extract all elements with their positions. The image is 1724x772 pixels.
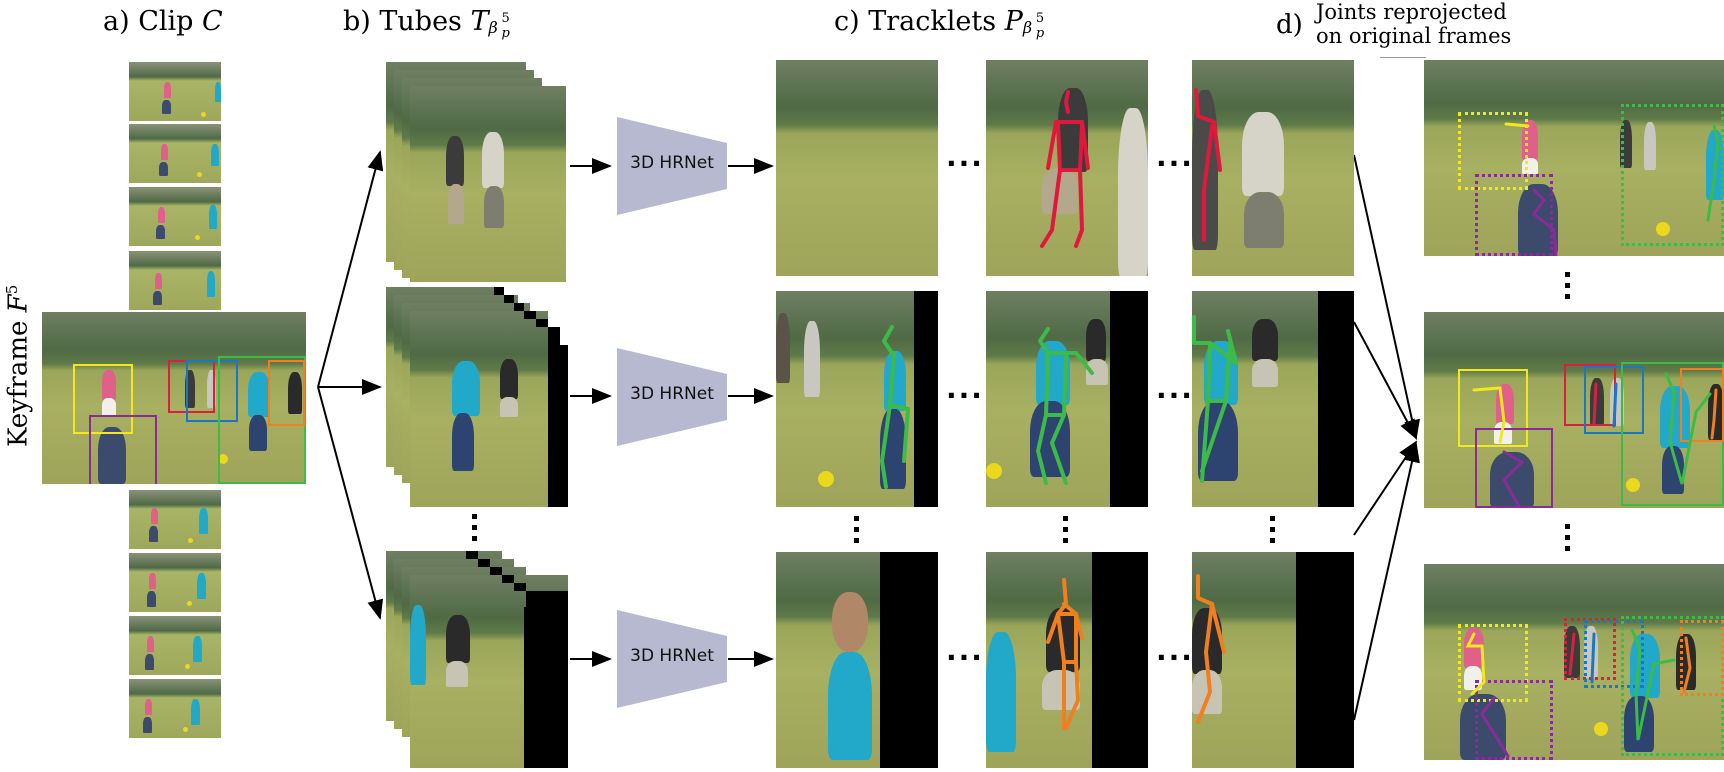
panel-d-line1: Joints reprojected [1316,0,1507,24]
bbox-orange-dotted [1680,620,1724,696]
tracklet-col1-vertical-ellipsis [854,516,860,549]
hrnet-label: 3D HRNet [630,646,714,666]
tracklet-3-frame-2 [986,552,1148,768]
trapezoid-icon [617,610,727,708]
panel-d-label: d) [1276,10,1303,40]
bbox-yellow [73,364,133,434]
panel-c-label: c) Tracklets [834,6,1005,37]
panel-c-math: P [1004,6,1023,37]
tracklet-1-frame-1 [776,60,938,276]
reprojected-frame-1 [1424,60,1724,256]
trapezoid-icon [617,348,727,446]
tracklet-1-frame-3 [1192,60,1354,276]
bbox-blue [1584,366,1644,434]
panel-c-subsup: 5 [1035,11,1045,26]
clip-frame-3 [129,187,221,246]
tracklet-3-ellipsis-1: ··· [946,641,984,674]
panel-d-line2: on original frames [1316,24,1512,48]
clip-frame-6 [129,490,221,549]
tracklet-2-ellipsis-2: ··· [1156,379,1194,412]
keyframe-math: F [3,294,34,313]
panel-b-title: b) Tubes T β 5 p [343,6,523,40]
tracklet-2-frame-2 [986,291,1148,507]
bbox-yellow-dotted [1458,112,1528,190]
clip-frame-2 [129,124,221,183]
panel-b-math: T [470,6,489,37]
hrnet-block-1: 3D HRNet [617,117,727,215]
tracklet-3-frame-1 [776,552,938,768]
bbox-purple-dotted [1475,174,1553,256]
panel-d-divider [1380,57,1426,58]
woman-cyan [248,372,270,417]
bbox-green-dotted [1621,104,1724,246]
clip-frame-1 [129,62,221,121]
clip-frame-8 [129,616,221,675]
keyframe-text: Keyframe [3,312,34,447]
boy-foreground [98,427,126,484]
bbox-purple [89,415,157,484]
panel-c-title: c) Tracklets P β 5 p [834,6,1057,40]
tracklet-1-ellipsis-1: ··· [946,147,984,180]
panel-c-subsub: p [1035,26,1045,41]
tube-1-front [410,86,566,282]
tube-vertical-ellipsis [472,514,478,547]
tracklet-1-frame-2 [986,60,1148,276]
clip-frame-9 [129,679,221,738]
tube-2-padding [548,345,568,507]
bbox-purple [1475,428,1553,508]
tracklet-col2-vertical-ellipsis [1063,516,1069,549]
reprojected-vertical-ellipsis-1 [1565,272,1571,305]
bbox-yellow [1458,369,1528,447]
panel-a-title: a) Clip C [103,8,223,35]
panel-b-subsup: 5 [501,11,510,26]
reprojected-frame-2 [1424,312,1724,508]
tracklet-2-frame-1 [776,291,938,507]
hrnet-label: 3D HRNet [630,384,714,404]
clip-frame-4 [129,251,221,310]
tracklet-1-ellipsis-2: ··· [1156,147,1194,180]
girl-pink [102,370,116,400]
tube-2-front [410,311,548,507]
tracklet-3-frame-3 [1192,552,1354,768]
bbox-purple-dotted [1475,680,1553,760]
panel-b-label: b) Tubes [343,6,471,37]
keyframe-sup: 5 [3,284,21,295]
tube-3-padding [524,607,568,768]
hrnet-label: 3D HRNet [630,153,714,173]
keyframe-label: Keyframe F5 [3,284,34,447]
panel-a-label: a) Clip [103,6,203,37]
trapezoid-icon [617,117,727,215]
panel-b-subsub: p [501,26,510,41]
panel-c-sub: β [1022,18,1033,37]
bbox-orange [268,360,305,426]
tracklet-2-ellipsis-1: ··· [946,379,984,412]
bbox-blue [186,360,238,422]
reprojected-frame-3 [1424,564,1724,760]
panel-b-sub: β [488,18,498,37]
hrnet-block-3: 3D HRNet [617,610,727,708]
tracklet-2-frame-3 [1192,291,1354,507]
keyframe-image [42,312,306,484]
tracklet-col3-vertical-ellipsis [1270,516,1276,549]
hrnet-block-2: 3D HRNet [617,348,727,446]
clip-frame-7 [129,553,221,612]
bbox-orange [1680,368,1724,442]
bbox-red-dotted [1564,618,1616,680]
reprojected-vertical-ellipsis-2 [1565,524,1571,557]
bbox-green [218,356,306,484]
panel-a-math: C [202,6,223,37]
tracklet-3-ellipsis-2: ··· [1156,641,1194,674]
